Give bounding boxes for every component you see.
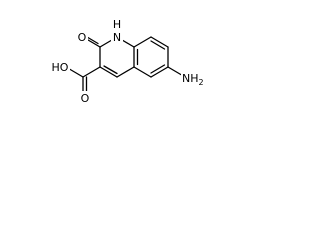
bond-c3-c4 <box>99 66 118 78</box>
amine-label: NH2 <box>182 72 204 87</box>
ring-nitrogen-label: N <box>113 31 121 44</box>
bond-c8a-c8 <box>133 36 152 48</box>
nh-hydrogen-label: H <box>113 18 121 31</box>
acid-oxygen-label: O <box>81 92 90 105</box>
bond-c6-c5 <box>150 66 169 78</box>
bond-c5-c4a <box>133 66 152 78</box>
substituent-bonds <box>65 34 186 96</box>
carbonyl-oxygen-label: O <box>78 31 87 44</box>
bond-c3-c4-inner <box>103 65 118 75</box>
benzene-ring <box>133 36 169 78</box>
bond-c4-c4a <box>116 66 135 78</box>
chemical-structure: H N O HO O NH2 <box>50 18 205 105</box>
bond-c3-cooh <box>82 66 101 78</box>
pyridinone-ring <box>99 36 135 78</box>
bond-c6-c5-inner <box>150 64 166 74</box>
hydroxyl-label: HO <box>52 61 69 74</box>
bond-c8-c7 <box>150 36 169 48</box>
bond-c8-c7-inner <box>150 40 166 50</box>
atom-labels: H N O HO O NH2 <box>50 18 205 105</box>
